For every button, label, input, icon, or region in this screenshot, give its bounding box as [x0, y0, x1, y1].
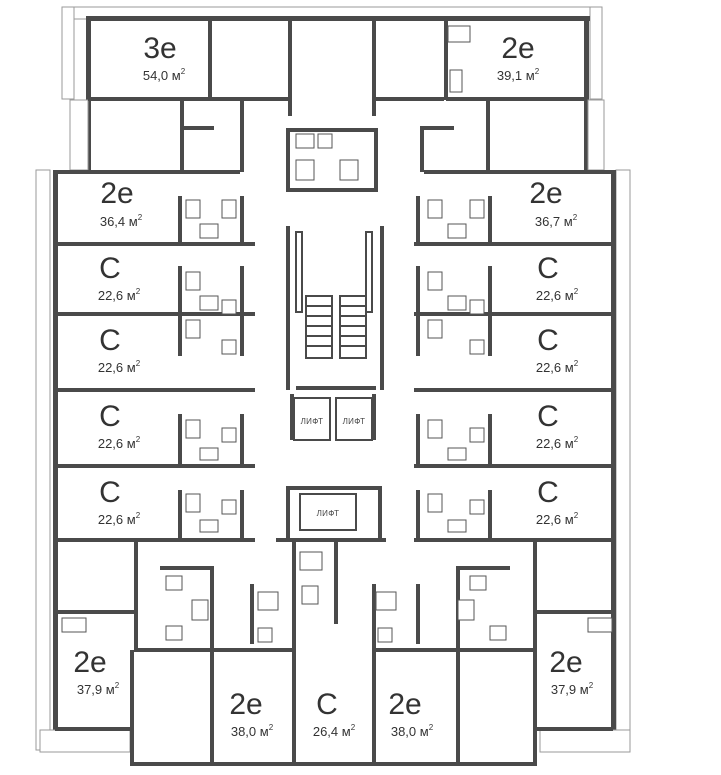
- unit-type: 2е: [73, 646, 106, 679]
- unit-type: 2е: [388, 688, 421, 721]
- unit-area: 38,0 м2: [231, 723, 274, 739]
- unit-type: 2е: [229, 688, 262, 721]
- unit-type: С: [99, 476, 121, 509]
- unit-area-value: 22,6 м: [98, 436, 136, 451]
- unit-area: 36,7 м2: [535, 213, 578, 229]
- unit-area-value: 36,7 м: [535, 214, 573, 229]
- unit-area-sup: 2: [535, 67, 540, 76]
- unit-type: С: [537, 252, 559, 285]
- unit-area: 37,9 м2: [77, 681, 120, 697]
- unit-type: 2е: [100, 177, 133, 210]
- unit-area-value: 38,0 м: [391, 724, 429, 739]
- unit-type: С: [99, 324, 121, 357]
- unit-area-value: 37,9 м: [551, 682, 589, 697]
- lift-labels: ЛИФТ ЛИФТ ЛИФТ: [301, 417, 366, 518]
- unit-area-value: 39,1 м: [497, 68, 535, 83]
- unit-area-sup: 2: [269, 723, 274, 732]
- unit-type: С: [537, 476, 559, 509]
- unit-area: 54,0 м2: [143, 67, 186, 83]
- unit-area: 22,6 м2: [536, 359, 579, 375]
- unit-area-value: 22,6 м: [536, 512, 574, 527]
- unit-type: С: [316, 688, 338, 721]
- unit-area: 22,6 м2: [98, 287, 141, 303]
- unit-area: 22,6 м2: [536, 435, 579, 451]
- unit-labels: 3е 54,0 м2 2е 39,1 м2 2е 36,4 м2 2е 36,7…: [73, 32, 593, 739]
- unit-area: 22,6 м2: [98, 435, 141, 451]
- central-core: [276, 226, 386, 542]
- building-envelope: [35, 6, 631, 766]
- unit-area: 38,0 м2: [391, 723, 434, 739]
- unit-type: 2е: [529, 177, 562, 210]
- left-wing: [55, 170, 255, 542]
- lift-label: ЛИФТ: [317, 509, 340, 518]
- bottom-walls: [55, 540, 613, 766]
- lift-label: ЛИФТ: [343, 417, 366, 426]
- unit-type: С: [99, 400, 121, 433]
- unit-area-sup: 2: [136, 435, 141, 444]
- top-walls: [88, 18, 586, 192]
- unit-area-sup: 2: [429, 723, 434, 732]
- unit-type: С: [537, 400, 559, 433]
- unit-area-value: 26,4 м: [313, 724, 351, 739]
- unit-type: С: [537, 324, 559, 357]
- unit-area-sup: 2: [351, 723, 356, 732]
- unit-area-value: 22,6 м: [98, 360, 136, 375]
- unit-area: 22,6 м2: [98, 511, 141, 527]
- unit-area-value: 22,6 м: [98, 512, 136, 527]
- unit-area-value: 22,6 м: [536, 360, 574, 375]
- unit-area-sup: 2: [115, 681, 120, 690]
- unit-area-value: 38,0 м: [231, 724, 269, 739]
- unit-area-sup: 2: [574, 287, 579, 296]
- unit-type: С: [99, 252, 121, 285]
- lift-label: ЛИФТ: [301, 417, 324, 426]
- unit-area-sup: 2: [574, 359, 579, 368]
- unit-area-value: 22,6 м: [98, 288, 136, 303]
- unit-area-value: 36,4 м: [100, 214, 138, 229]
- unit-type: 3е: [143, 32, 176, 65]
- unit-area-sup: 2: [138, 213, 143, 222]
- unit-area-sup: 2: [574, 511, 579, 520]
- unit-area-sup: 2: [136, 511, 141, 520]
- unit-area: 22,6 м2: [98, 359, 141, 375]
- unit-area-sup: 2: [573, 213, 578, 222]
- unit-area-value: 22,6 м: [536, 288, 574, 303]
- unit-area-sup: 2: [136, 287, 141, 296]
- unit-area: 22,6 м2: [536, 511, 579, 527]
- unit-type: 2е: [549, 646, 582, 679]
- unit-area: 39,1 м2: [497, 67, 540, 83]
- unit-area: 36,4 м2: [100, 213, 143, 229]
- unit-area-sup: 2: [136, 359, 141, 368]
- unit-area-value: 37,9 м: [77, 682, 115, 697]
- unit-area-sup: 2: [574, 435, 579, 444]
- unit-area-sup: 2: [181, 67, 186, 76]
- right-wing: [414, 170, 614, 542]
- unit-area-value: 54,0 м: [143, 68, 181, 83]
- unit-area: 26,4 м2: [313, 723, 356, 739]
- unit-type: 2е: [501, 32, 534, 65]
- unit-area-value: 22,6 м: [536, 436, 574, 451]
- unit-area-sup: 2: [589, 681, 594, 690]
- unit-area: 37,9 м2: [551, 681, 594, 697]
- unit-area: 22,6 м2: [536, 287, 579, 303]
